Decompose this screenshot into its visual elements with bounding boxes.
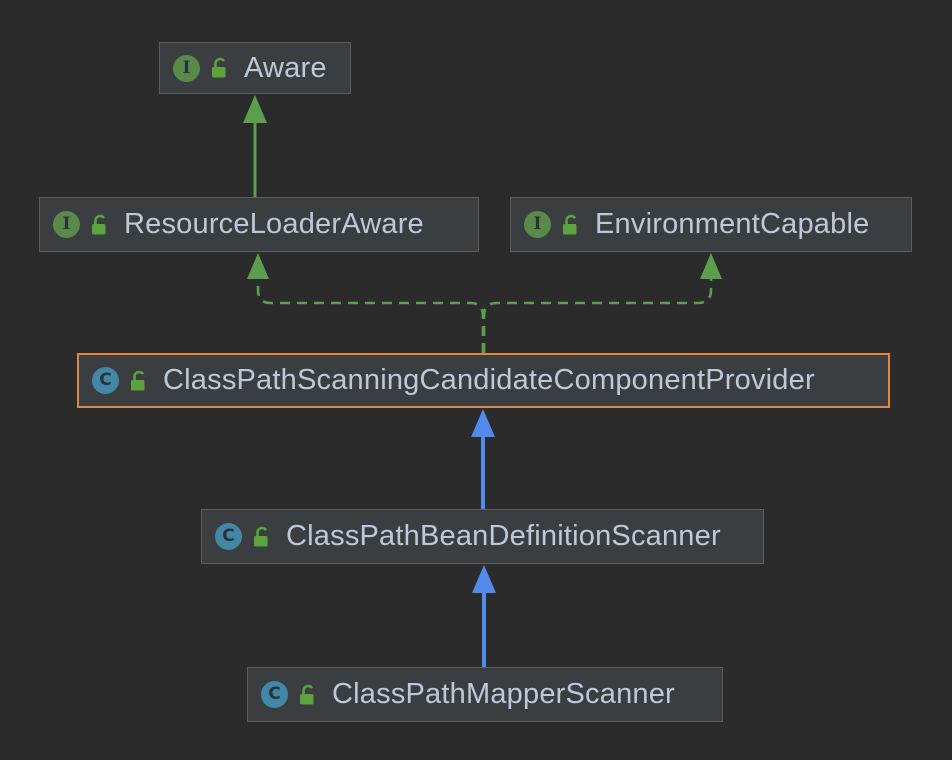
edge-mapperscanner-extends-beandefinitionscanner[interactable]	[472, 565, 496, 667]
node-label: ResourceLoaderAware	[124, 208, 424, 240]
interface-icon: I	[173, 54, 200, 82]
arrowhead	[700, 253, 722, 279]
node-label: EnvironmentCapable	[595, 208, 870, 240]
public-lock-icon	[251, 526, 270, 548]
arrowhead	[471, 409, 495, 437]
diagram-node-classpathmapperscanner[interactable]: C ClassPathMapperScanner	[247, 667, 723, 722]
diagram-node-environmentcapable[interactable]: I EnvironmentCapable	[510, 197, 912, 252]
edge-beandefinitionscanner-extends-provider[interactable]	[471, 409, 495, 509]
interface-icon: I	[53, 211, 80, 238]
diagram-node-aware[interactable]: I Aware	[159, 42, 351, 94]
diagram-node-resourceloaderaware[interactable]: I ResourceLoaderAware	[39, 197, 479, 252]
public-lock-icon	[128, 370, 147, 392]
edge-provider-implements-resourceloaderaware[interactable]	[247, 253, 485, 353]
diagram-node-classpathscanningcandidatecomponentprovider[interactable]: C ClassPathScanningCandidateComponentPro…	[77, 353, 890, 408]
node-label: ClassPathScanningCandidateComponentProvi…	[163, 364, 815, 396]
diagram-node-classpathbeandefinitionscanner[interactable]: C ClassPathBeanDefinitionScanner	[201, 509, 764, 564]
public-lock-icon	[209, 57, 228, 79]
interface-icon: I	[524, 211, 551, 238]
public-lock-icon	[89, 214, 108, 236]
class-icon: C	[92, 367, 119, 394]
arrowhead	[472, 565, 496, 593]
arrowhead	[243, 95, 267, 123]
edge-provider-implements-environmentcapable[interactable]	[482, 253, 722, 353]
edge-resourceloaderaware-extends-aware[interactable]	[243, 95, 267, 197]
node-label: Aware	[244, 51, 327, 84]
public-lock-icon	[297, 684, 316, 706]
arrowhead	[247, 253, 269, 279]
class-icon: C	[215, 523, 242, 550]
node-label: ClassPathMapperScanner	[332, 678, 675, 710]
node-label: ClassPathBeanDefinitionScanner	[286, 520, 721, 552]
public-lock-icon	[560, 214, 579, 236]
class-icon: C	[261, 681, 288, 708]
